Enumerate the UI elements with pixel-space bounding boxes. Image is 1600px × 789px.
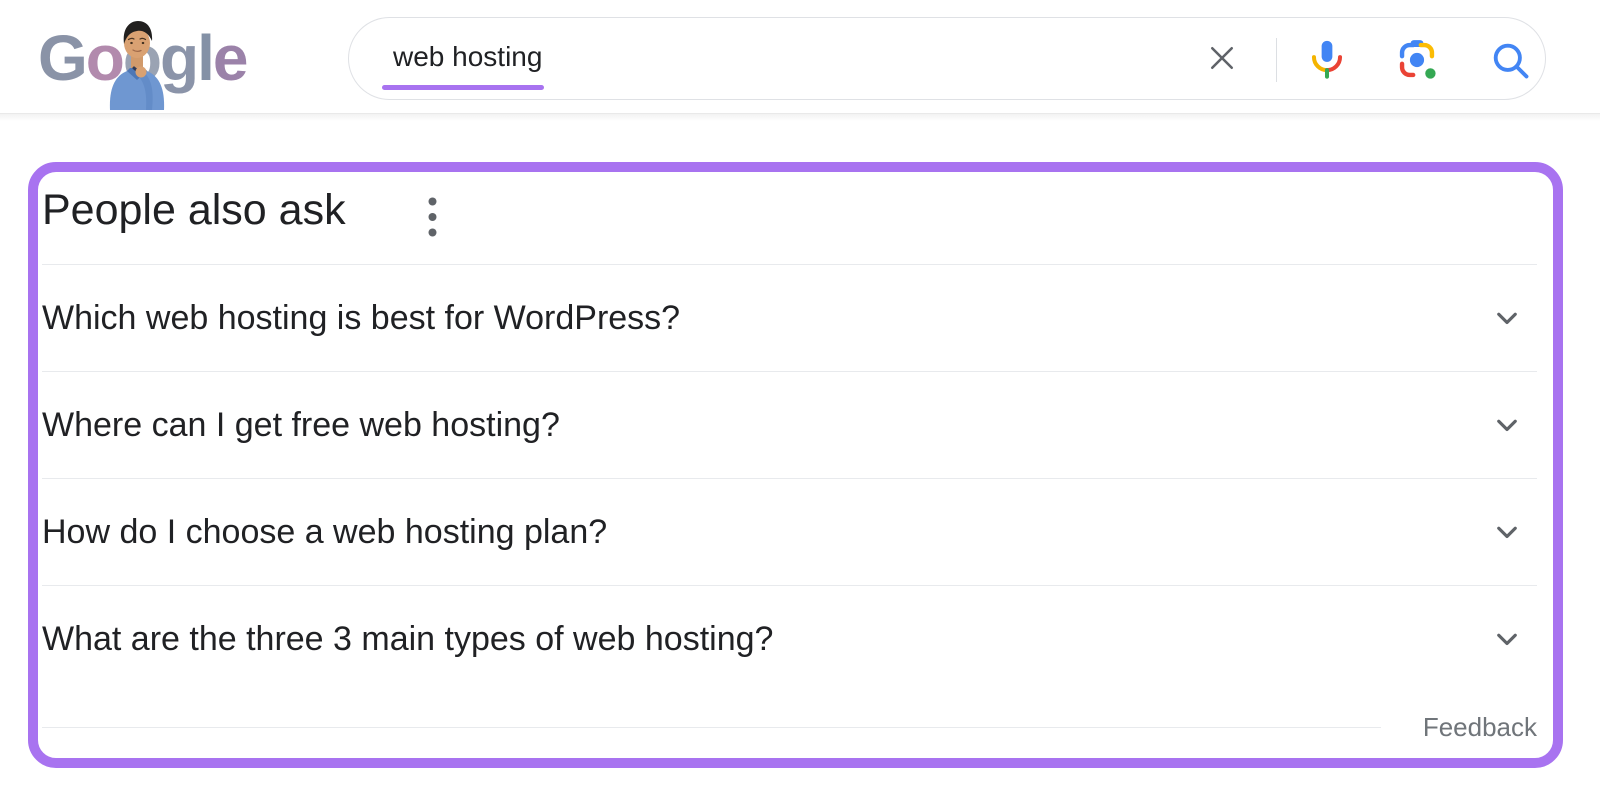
feedback-row: Feedback [42,700,1537,754]
paa-title: People also ask [42,186,346,234]
microphone-icon [1311,40,1343,79]
logo-letter: l [197,22,215,94]
three-dot-menu-icon [428,197,437,237]
chevron-down-icon[interactable] [1489,300,1525,336]
paa-question-text: Which web hosting is best for WordPress? [42,298,681,337]
query-highlight-underline [382,85,544,90]
google-logo-word: Google [38,8,253,108]
chevron-down-icon[interactable] [1489,407,1525,443]
paa-question-row[interactable]: Where can I get free web hosting? [42,372,1537,478]
google-lens-button[interactable] [1394,37,1440,83]
chevron-down-icon[interactable] [1489,621,1525,657]
close-x-icon [1210,46,1234,70]
voice-search-button[interactable] [1304,37,1350,83]
camera-lens-icon [1399,40,1436,79]
paa-question-row[interactable]: What are the three 3 main types of web h… [42,586,1537,692]
clear-search-button[interactable] [1204,40,1240,76]
paa-question-row[interactable]: Which web hosting is best for WordPress? [42,265,1537,371]
paa-question-text: What are the three 3 main types of web h… [42,619,774,658]
logo-letter: g [159,22,199,94]
chevron-down-icon[interactable] [1489,514,1525,550]
searchbar-divider [1276,38,1277,82]
search-box[interactable]: web hosting [348,17,1546,100]
row-divider [42,264,1537,265]
people-also-ask-box: People also ask Which web hosting is bes… [28,162,1563,768]
logo-letter: G [38,22,88,94]
doodle-person-icon [109,21,165,110]
row-divider [42,478,1537,479]
search-submit-button[interactable] [1488,38,1532,82]
paa-question-row[interactable]: How do I choose a web hosting plan? [42,479,1537,585]
google-logo[interactable]: Google [38,8,253,110]
paa-question-text: Where can I get free web hosting? [42,405,560,444]
paa-question-text: How do I choose a web hosting plan? [42,512,608,551]
feedback-divider [42,726,1381,728]
row-divider [42,585,1537,586]
search-header: Google web hosting [0,0,1600,121]
more-options-button[interactable] [426,196,439,238]
feedback-link[interactable]: Feedback [1422,711,1537,742]
logo-letter: e [212,22,249,94]
search-query-text[interactable]: web hosting [393,40,543,72]
row-divider [42,371,1537,372]
search-magnifier-icon [1493,43,1529,79]
